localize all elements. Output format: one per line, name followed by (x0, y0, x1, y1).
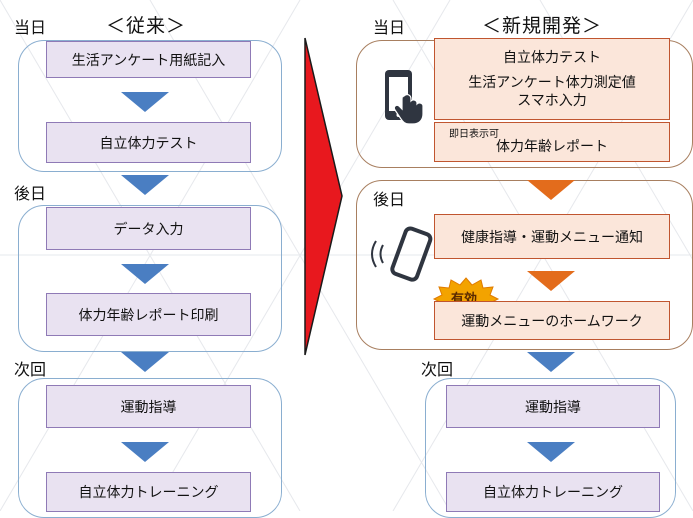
left-later-bracket (18, 205, 282, 352)
right-step-menu-notify: 健康指導・運動メニュー通知 (434, 214, 670, 259)
phone-tap-icon (385, 70, 424, 125)
left-step-survey: 生活アンケート用紙記入 (46, 41, 251, 78)
right-step-same-day-note: 即日表示可 (449, 129, 499, 140)
left-step-report-print: 体力年齢レポート印刷 (46, 293, 251, 336)
right-step-age-report: 即日表示可 体力年齢レポート (434, 122, 670, 162)
left-step-training: 自立体力トレーニング (46, 472, 251, 512)
right-label-today: 当日 (373, 18, 406, 37)
left-label-today: 当日 (14, 18, 47, 37)
left-arrow-4 (121, 352, 169, 372)
right-label-next: 次回 (421, 360, 454, 379)
right-header: ＜新規開発＞ (482, 15, 603, 37)
right-step-smartphone-line1: 自立体力テスト (503, 50, 601, 66)
right-step-smartphone-entry: 自立体力テスト 生活アンケート体力測定値 スマホ入力 (434, 38, 670, 120)
left-arrow-2 (121, 175, 169, 195)
right-arrow-1 (527, 180, 575, 200)
phone-vibrate-icon (371, 226, 433, 282)
right-arrow-3 (527, 352, 575, 372)
left-step-data-entry: データ入力 (46, 207, 251, 250)
right-step-age-report-label: 体力年齢レポート (496, 139, 608, 155)
transition-arrow (304, 37, 343, 356)
left-arrow-3 (121, 264, 169, 284)
left-arrow-1 (121, 92, 169, 112)
left-today-bracket (18, 40, 282, 172)
right-arrow-2 (527, 271, 575, 291)
right-step-smartphone-line2: 生活アンケート体力測定値 (468, 75, 636, 91)
left-header: ＜従来＞ (106, 15, 187, 37)
left-label-later: 後日 (14, 184, 47, 203)
right-arrow-4 (527, 442, 575, 462)
right-step-homework: 運動メニューのホームワーク (434, 301, 670, 340)
right-step-training: 自立体力トレーニング (446, 472, 660, 512)
left-step-fitness-test: 自立体力テスト (46, 122, 251, 163)
left-arrow-5 (121, 442, 169, 462)
left-step-exercise-guidance: 運動指導 (46, 385, 251, 428)
left-label-next: 次回 (14, 360, 47, 379)
right-step-smartphone-line3: スマホ入力 (517, 93, 587, 109)
right-step-exercise-guidance: 運動指導 (446, 385, 660, 428)
